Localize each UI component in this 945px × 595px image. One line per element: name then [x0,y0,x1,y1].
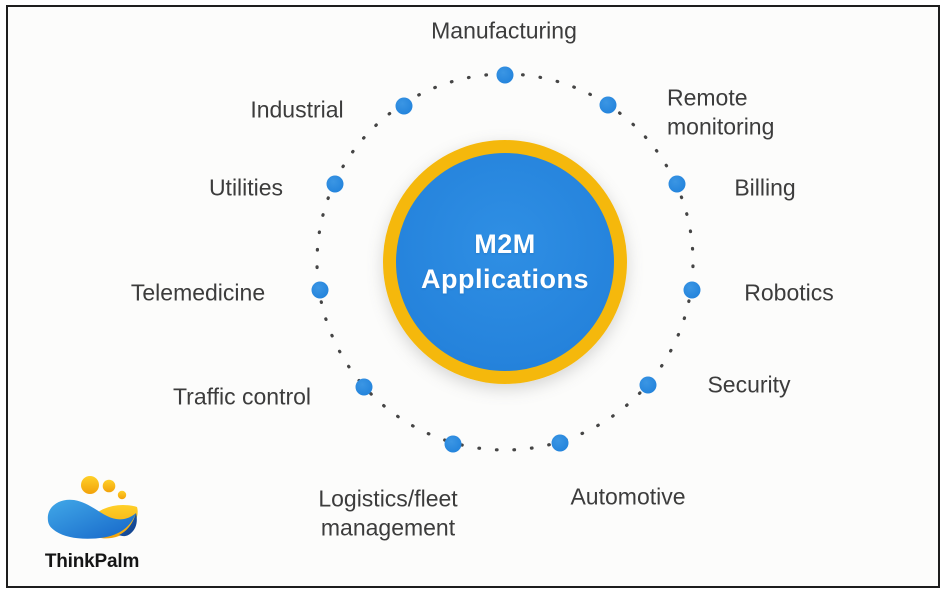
label-traffic-control: Traffic control [172,383,312,410]
label-robotics: Robotics [744,279,834,306]
label-remote-monitoring: Remote monitoring [667,84,775,139]
node-dot-remote-monitoring [599,96,617,114]
center-circle: M2M Applications [383,140,627,384]
label-telemedicine: Telemedicine [130,279,266,306]
thinkpalm-logo-icon [47,476,138,539]
node-dot-telemedicine [311,281,329,299]
node-dot-automotive [551,434,569,452]
label-utilities: Utilities [208,174,284,201]
label-automotive: Automotive [570,483,686,510]
node-dot-manufacturing [496,66,514,84]
label-security: Security [707,371,791,398]
node-dot-utilities [326,175,344,193]
label-billing: Billing [734,174,796,201]
thinkpalm-logo: ThinkPalm [37,474,147,573]
node-dot-billing [668,175,686,193]
node-dot-security [639,376,657,394]
label-industrial: Industrial [250,96,344,123]
center-title: M2M Applications [420,228,589,294]
thinkpalm-logo-text: ThinkPalm [44,551,140,572]
node-dot-robotics [683,281,701,299]
label-logistics: Logistics/fleet management [318,485,458,540]
label-manufacturing: Manufacturing [431,17,577,44]
node-dot-industrial [395,97,413,115]
node-dot-logistics [444,435,462,453]
node-dot-traffic-control [355,378,373,396]
